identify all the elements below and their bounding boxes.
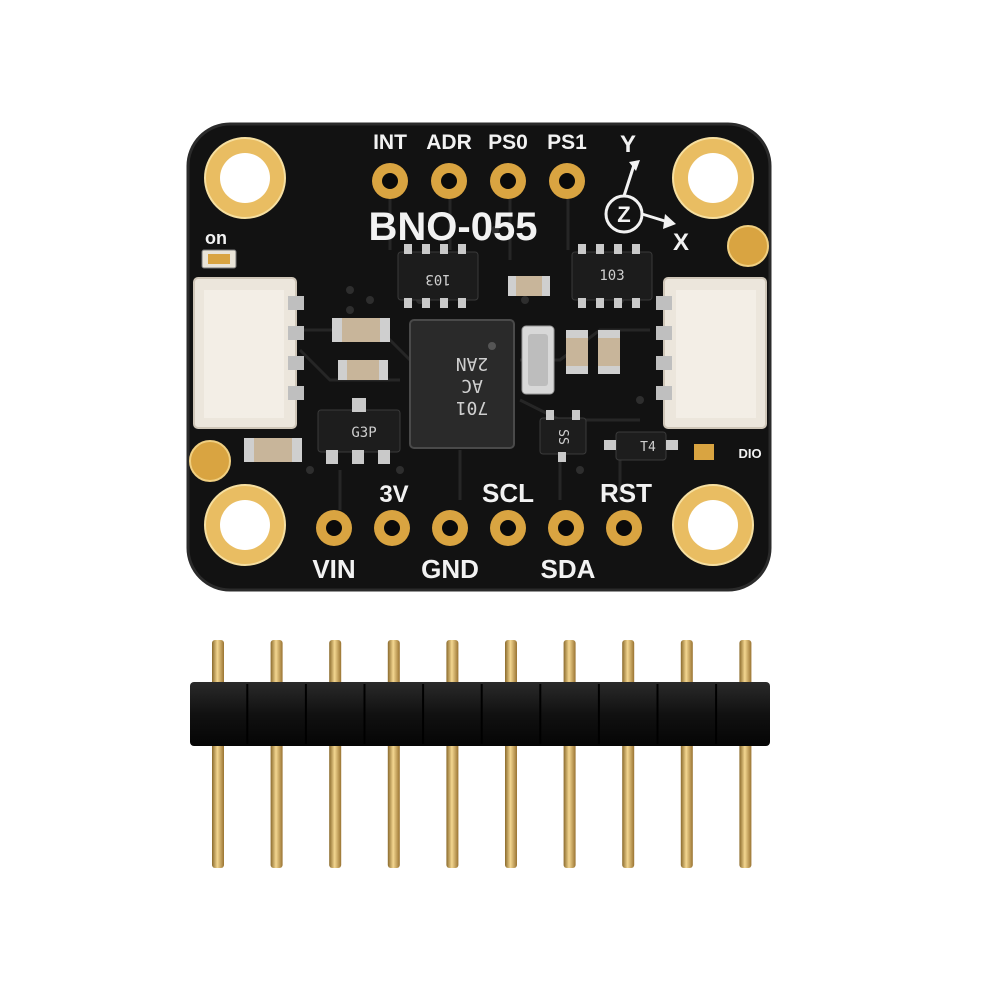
mounting-holes: [204, 137, 754, 566]
header-pin-bottom: [505, 740, 517, 868]
header-pin-top: [563, 640, 576, 690]
axis-z-label: Z: [617, 202, 630, 227]
header-pin-bottom: [739, 740, 752, 868]
mosfet-code: SS: [555, 429, 570, 445]
header-pin-bottom: [270, 740, 283, 868]
breakout-board: INT ADR PS0 PS1 BNO-055 Z Y X on: [186, 122, 772, 592]
header-pin-top: [622, 640, 635, 690]
header-pin-bottom: [329, 740, 342, 868]
header-pin-top: [212, 640, 224, 690]
resistor-left-code: 103: [425, 271, 450, 287]
header-pin-top: [680, 640, 693, 690]
chip-line-3: 2AN: [456, 353, 489, 374]
resistor-right-code: 103: [599, 268, 624, 284]
header-pins: [212, 640, 752, 868]
pin-header: [190, 640, 770, 868]
chip-line-2: AC: [461, 375, 483, 396]
board-title: BNO-055: [369, 205, 538, 249]
bottom-pin-pads: [316, 510, 642, 546]
pin-label-rst: RST: [600, 478, 652, 508]
axis-y-label: Y: [620, 131, 636, 158]
side-pad-left: [189, 440, 231, 482]
header-pin-top: [505, 640, 517, 690]
header-housing: [190, 682, 770, 746]
top-pin-pads: [372, 163, 585, 199]
housing-dividers: [246, 684, 718, 744]
side-pad-right: [727, 225, 769, 267]
axis-x-label: X: [673, 229, 689, 256]
header-pin-top: [739, 640, 752, 690]
main-sensor-chip: 701 AC 2AN: [409, 319, 515, 449]
header-pin-bottom: [446, 740, 459, 868]
header-pin-bottom: [680, 740, 693, 868]
transistor: T4: [604, 431, 678, 461]
resistor-array-right: 103: [571, 244, 653, 308]
axis-indicator-icon: Z Y X: [604, 131, 689, 256]
header-pin-top: [270, 640, 283, 690]
pin-label-ps0: PS0: [488, 131, 528, 154]
header-pin-bottom: [387, 740, 400, 868]
vias: [261, 226, 644, 474]
pin-label-int: INT: [373, 131, 407, 154]
pin-label-scl: SCL: [482, 478, 534, 508]
mosfet: SS: [539, 410, 587, 462]
regulator-code: G3P: [351, 425, 376, 441]
diode: DIO: [694, 444, 762, 461]
stemma-connector-right: [656, 277, 767, 429]
header-pin-top: [329, 640, 342, 690]
pin-label-ps1: PS1: [547, 131, 587, 154]
pin-label-gnd: GND: [421, 554, 479, 584]
stemma-connector-left: [193, 277, 304, 429]
capacitors: [244, 276, 620, 462]
header-pin-bottom: [622, 740, 635, 868]
pin-label-3v: 3V: [379, 481, 408, 508]
chip-line-1: 701: [456, 397, 489, 418]
power-label: on: [205, 228, 227, 248]
resistor-array-left: 103: [397, 244, 479, 308]
diode-label: DIO: [738, 446, 761, 461]
pin-label-vin: VIN: [312, 554, 355, 584]
header-pin-bottom: [563, 740, 576, 868]
pin-label-sda: SDA: [541, 554, 596, 584]
pin-label-adr: ADR: [426, 131, 472, 154]
crystal: [521, 325, 555, 395]
transistor-code: T4: [640, 440, 656, 455]
voltage-regulator: G3P: [317, 398, 401, 464]
header-pin-top: [446, 640, 459, 690]
header-pin-bottom: [212, 740, 224, 868]
header-pin-top: [387, 640, 400, 690]
